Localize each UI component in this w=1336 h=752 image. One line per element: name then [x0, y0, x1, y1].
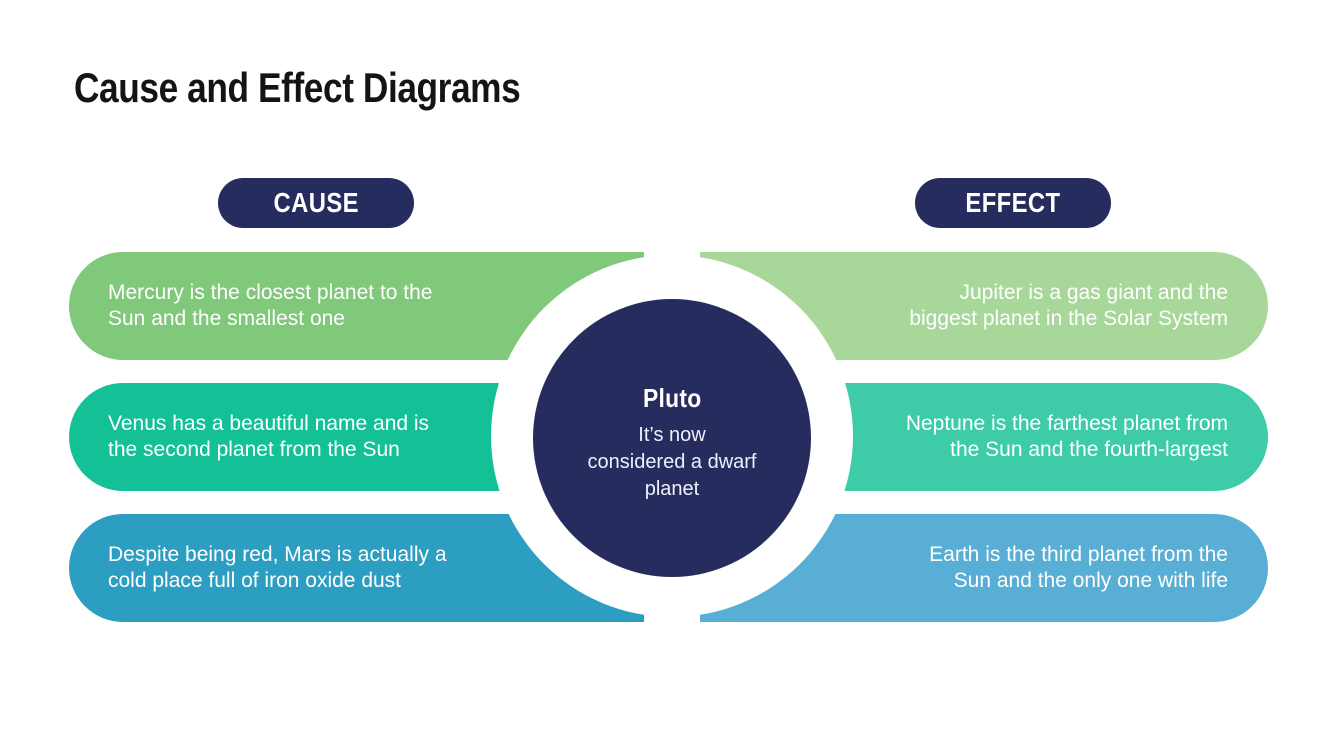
- effect-bar-2-text: Neptune is the farthest planet from the …: [905, 412, 1228, 461]
- cause-bar-2-text: Venus has a beautiful name and is the se…: [108, 412, 430, 461]
- page-title: Cause and Effect Diagrams: [74, 64, 521, 111]
- cause-bar-3: Despite being red, Mars is actually a co…: [69, 514, 644, 622]
- cause-bar-1-text: Mercury is the closest planet to the Sun…: [108, 281, 433, 330]
- effect-bar-1-text: Jupiter is a gas giant and the biggest p…: [909, 281, 1228, 330]
- cause-bar-3-text: Despite being red, Mars is actually a co…: [108, 543, 447, 592]
- cause-header-pill: CAUSE: [218, 178, 414, 228]
- effect-header-label: EFFECT: [965, 187, 1061, 218]
- center-description: It’s now considered a dwarf planet: [587, 424, 757, 500]
- center-circle: Pluto It’s now considered a dwarf planet: [533, 299, 811, 577]
- effect-header-pill: EFFECT: [915, 178, 1111, 228]
- cause-header-label: CAUSE: [273, 187, 359, 218]
- effect-bar-3-text: Earth is the third planet from the Sun a…: [929, 543, 1228, 592]
- center-heading: Pluto: [642, 383, 702, 413]
